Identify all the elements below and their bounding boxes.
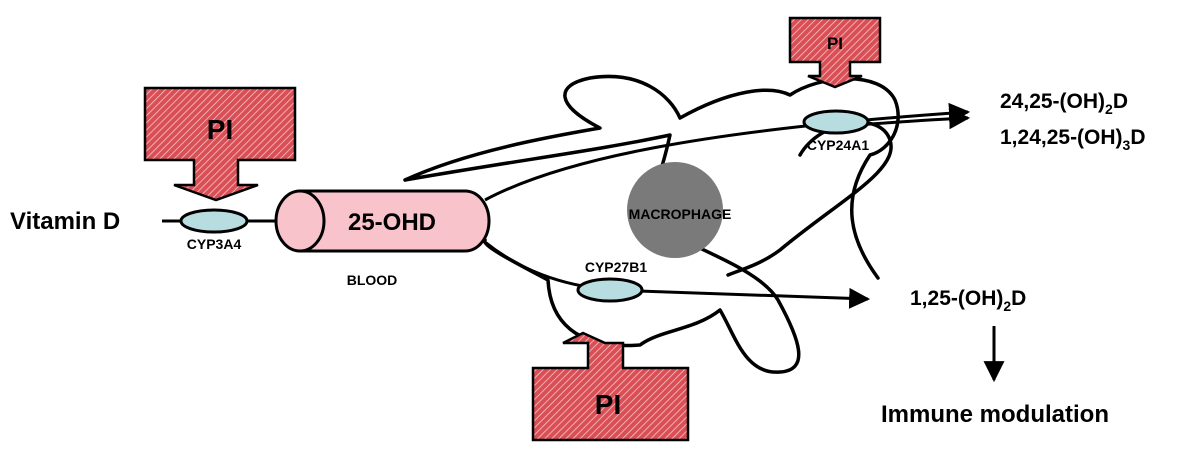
pi-inhibitor-top: PI [788, 16, 882, 89]
ohd25-label: 25-OHD [348, 209, 436, 236]
product-24-25: 24,25-(OH)2D [1000, 90, 1128, 117]
macrophage-nucleus [627, 162, 723, 258]
blood-label: BLOOD [347, 272, 398, 288]
pi-inhibitor-left: PI [143, 86, 297, 202]
immune-modulation-label: Immune modulation [881, 401, 1109, 428]
cyp24a1-enzyme [802, 109, 870, 135]
vitamin-d-label: Vitamin D [10, 208, 120, 235]
svg-text:PI: PI [827, 34, 843, 53]
product-1-25: 1,25-(OH)2D [910, 287, 1026, 314]
svg-text:PI: PI [595, 389, 621, 420]
cyp27b1-enzyme [576, 277, 644, 303]
cyp3a4-enzyme [179, 208, 249, 234]
ohd25-cylinder [274, 189, 491, 253]
product-1-24-25: 1,24,25-(OH)3D [1000, 126, 1146, 153]
cyp3a4-label: CYP3A4 [187, 236, 242, 252]
cyp24a1-label: CYP24A1 [807, 137, 869, 153]
cyp27b1-label: CYP27B1 [585, 259, 647, 275]
macrophage-membrane [403, 74, 900, 374]
pi-inhibitor-bottom: PI [531, 331, 690, 442]
macrophage-label: MACROPHAGE [629, 206, 732, 222]
svg-text:PI: PI [207, 114, 233, 145]
